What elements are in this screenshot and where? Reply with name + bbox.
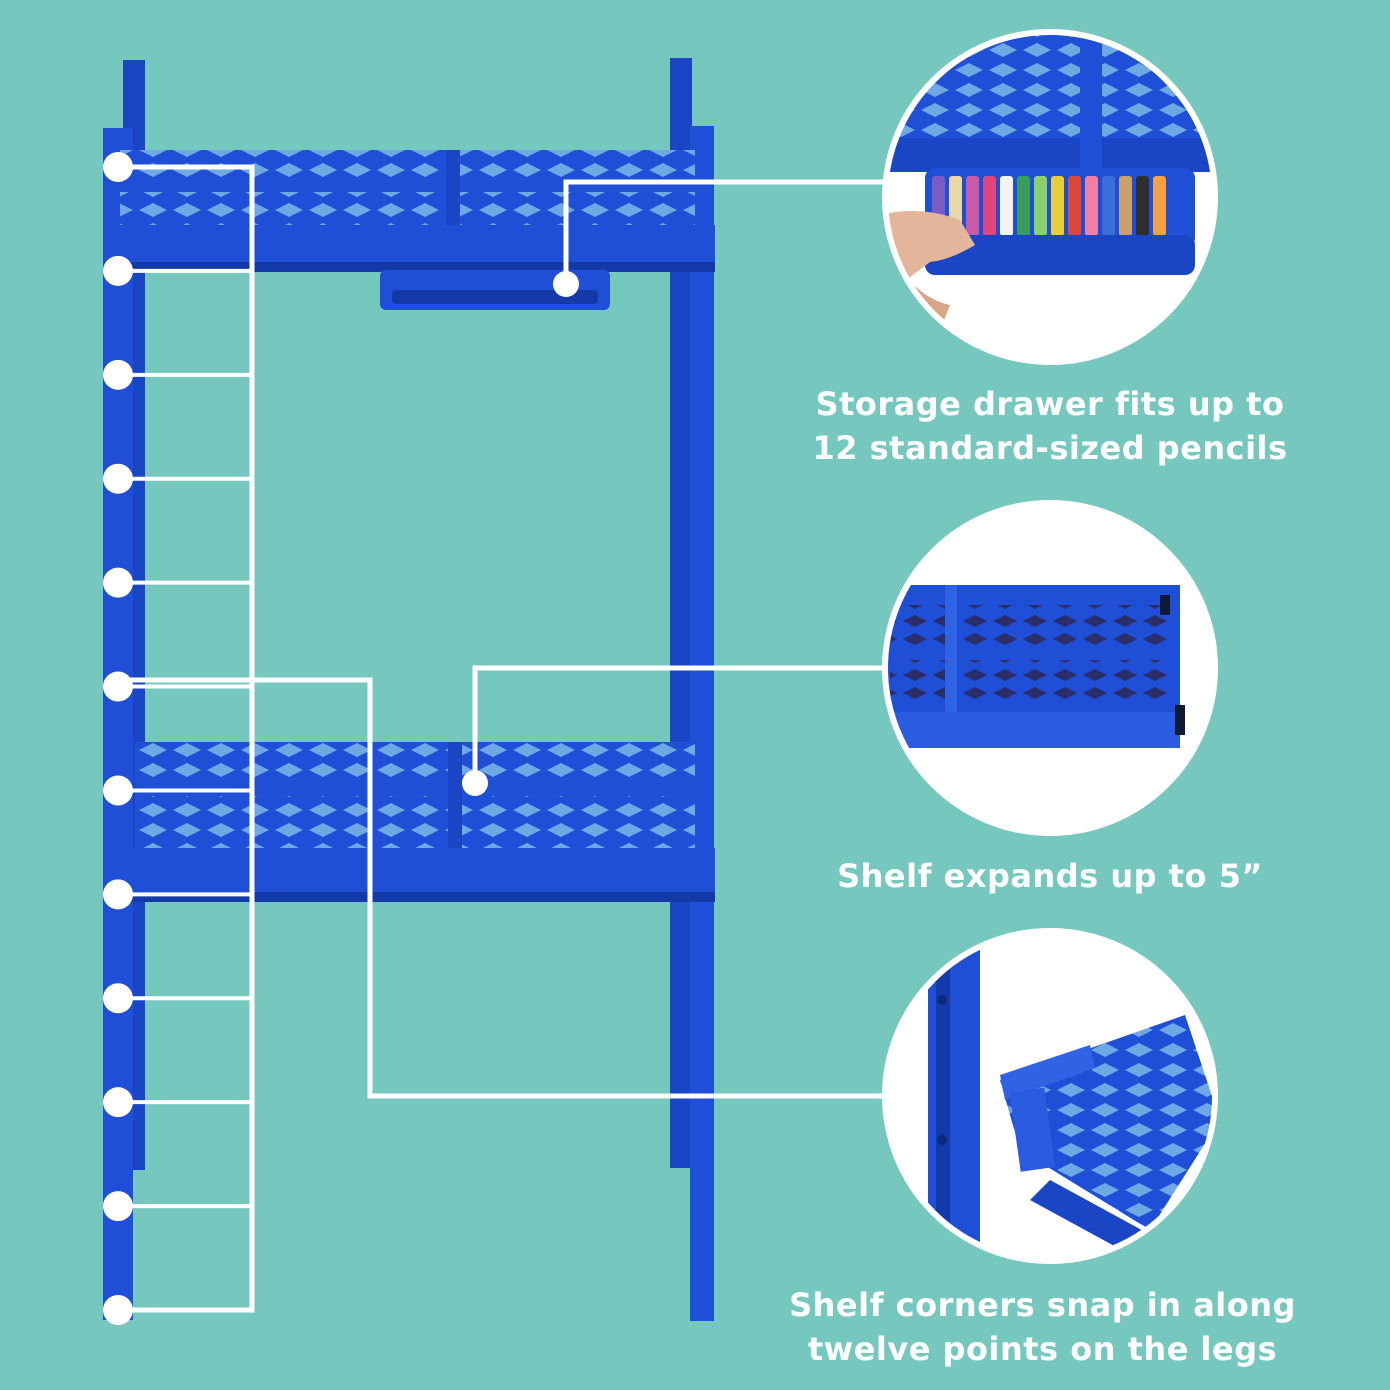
shelf-expand-connector-line — [472, 665, 885, 783]
corner-snap-photo — [882, 928, 1218, 1264]
corner-snap-caption-line-1: Shelf corners snap in along — [789, 1286, 1296, 1324]
snap-point-dot — [103, 152, 133, 182]
snap-point-dot — [103, 1087, 133, 1118]
snap-point-dot — [103, 983, 133, 1014]
drawer-caption-line-2: 12 standard-sized pencils — [812, 429, 1288, 467]
front-left-leg — [103, 128, 133, 1320]
shelf-expand-caption: Shelf expands up to 5” — [790, 854, 1310, 898]
colored-pencil — [1085, 176, 1098, 236]
top-shelf — [105, 150, 715, 310]
drawer-caption: Storage drawer fits up to 12 standard-si… — [790, 382, 1310, 470]
snap-point-dot — [103, 1191, 133, 1222]
bottom-shelf — [105, 742, 715, 902]
snap-point-dot — [103, 567, 133, 598]
colored-pencil — [1034, 176, 1047, 236]
snap-point-dot — [103, 255, 133, 286]
corner-snap-caption-line-2: twelve points on the legs — [807, 1330, 1278, 1368]
pencil-drawer-photo — [882, 29, 1218, 365]
colored-pencil — [1000, 176, 1013, 236]
colored-pencil — [966, 176, 979, 236]
colored-pencil — [983, 176, 996, 236]
snap-point-dot — [103, 775, 133, 806]
front-right-leg — [690, 126, 714, 1321]
colored-pencil — [1051, 176, 1064, 236]
snap-point-dot — [103, 359, 133, 390]
colored-pencil — [1102, 176, 1115, 236]
colored-pencil — [1068, 176, 1081, 236]
corner-snap-connector-line — [118, 677, 885, 1099]
expanding-shelf-photo — [882, 500, 1218, 836]
corner-snap-caption: Shelf corners snap in along twelve point… — [770, 1283, 1315, 1371]
colored-pencil — [1017, 176, 1030, 236]
snap-point-dot — [103, 671, 133, 702]
colored-pencil — [1153, 176, 1166, 236]
snap-point-markers — [103, 152, 255, 1325]
snap-point-dot — [103, 1295, 133, 1325]
colored-pencil — [1119, 176, 1132, 236]
drawer-caption-line-1: Storage drawer fits up to — [815, 385, 1285, 423]
colored-pencil — [1136, 176, 1149, 236]
shelf-expand-caption-line-1: Shelf expands up to 5” — [837, 857, 1263, 895]
drawer-connector-line — [563, 179, 887, 284]
shelf-expand-marker-dot — [462, 770, 488, 796]
callout-connectors — [118, 179, 887, 1099]
shelf-rack — [103, 58, 715, 1321]
snap-point-dot — [103, 463, 133, 494]
drawer-marker-dot — [553, 271, 579, 297]
snap-point-dot — [103, 879, 133, 910]
